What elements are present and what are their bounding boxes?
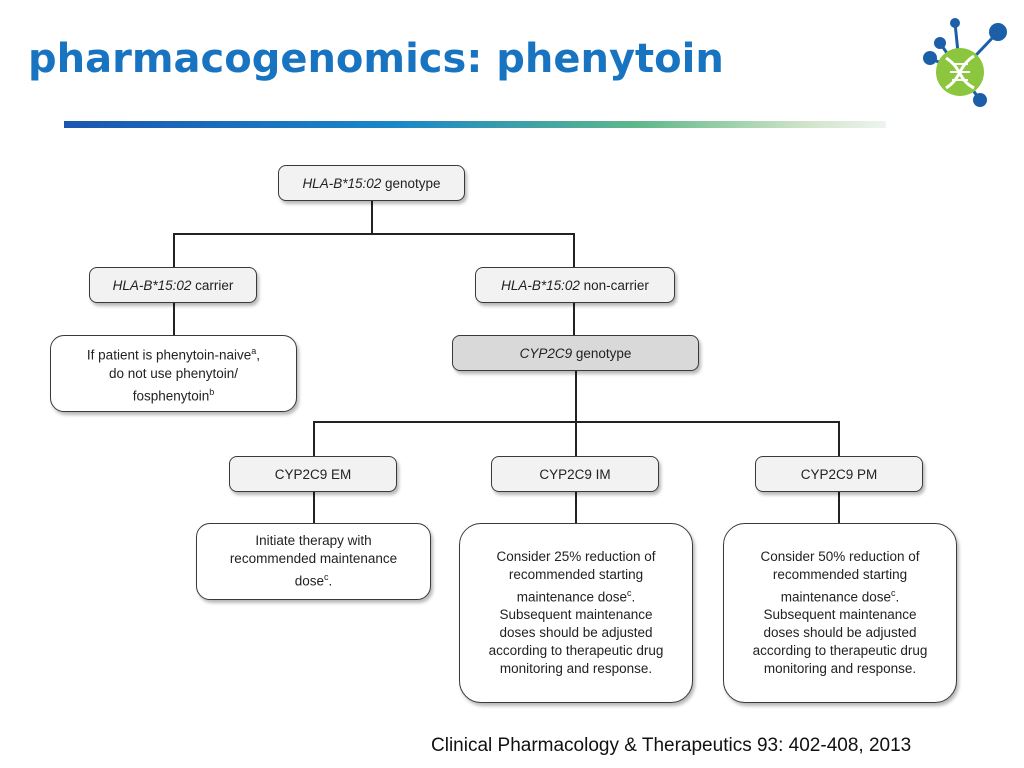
title-underline-gradient — [64, 121, 886, 128]
citation: Clinical Pharmacology & Therapeutics 93:… — [431, 735, 912, 756]
node-im-recommendation: Consider 25% reduction of recommended st… — [459, 523, 693, 703]
node-cyp2c9-genotype: CYP2C9 genotype — [452, 335, 699, 371]
node-carrier-recommendation: If patient is phenytoin-naivea, do not u… — [50, 335, 297, 412]
page-title: pharmacogenomics: phenytoin — [28, 36, 724, 82]
node-cyp2c9-im: CYP2C9 IM — [491, 456, 659, 492]
dna-molecule-logo-icon — [923, 18, 1007, 107]
node-hla-carrier: HLA-B*15:02 carrier — [89, 267, 257, 303]
node-cyp2c9-em: CYP2C9 EM — [229, 456, 397, 492]
node-hla-genotype: HLA-B*15:02 genotype — [278, 165, 465, 201]
node-cyp2c9-pm: CYP2C9 PM — [755, 456, 923, 492]
node-pm-recommendation: Consider 50% reduction of recommended st… — [723, 523, 957, 703]
node-em-recommendation: Initiate therapy with recommended mainte… — [196, 523, 431, 600]
node-hla-noncarrier: HLA-B*15:02 non-carrier — [475, 267, 675, 303]
